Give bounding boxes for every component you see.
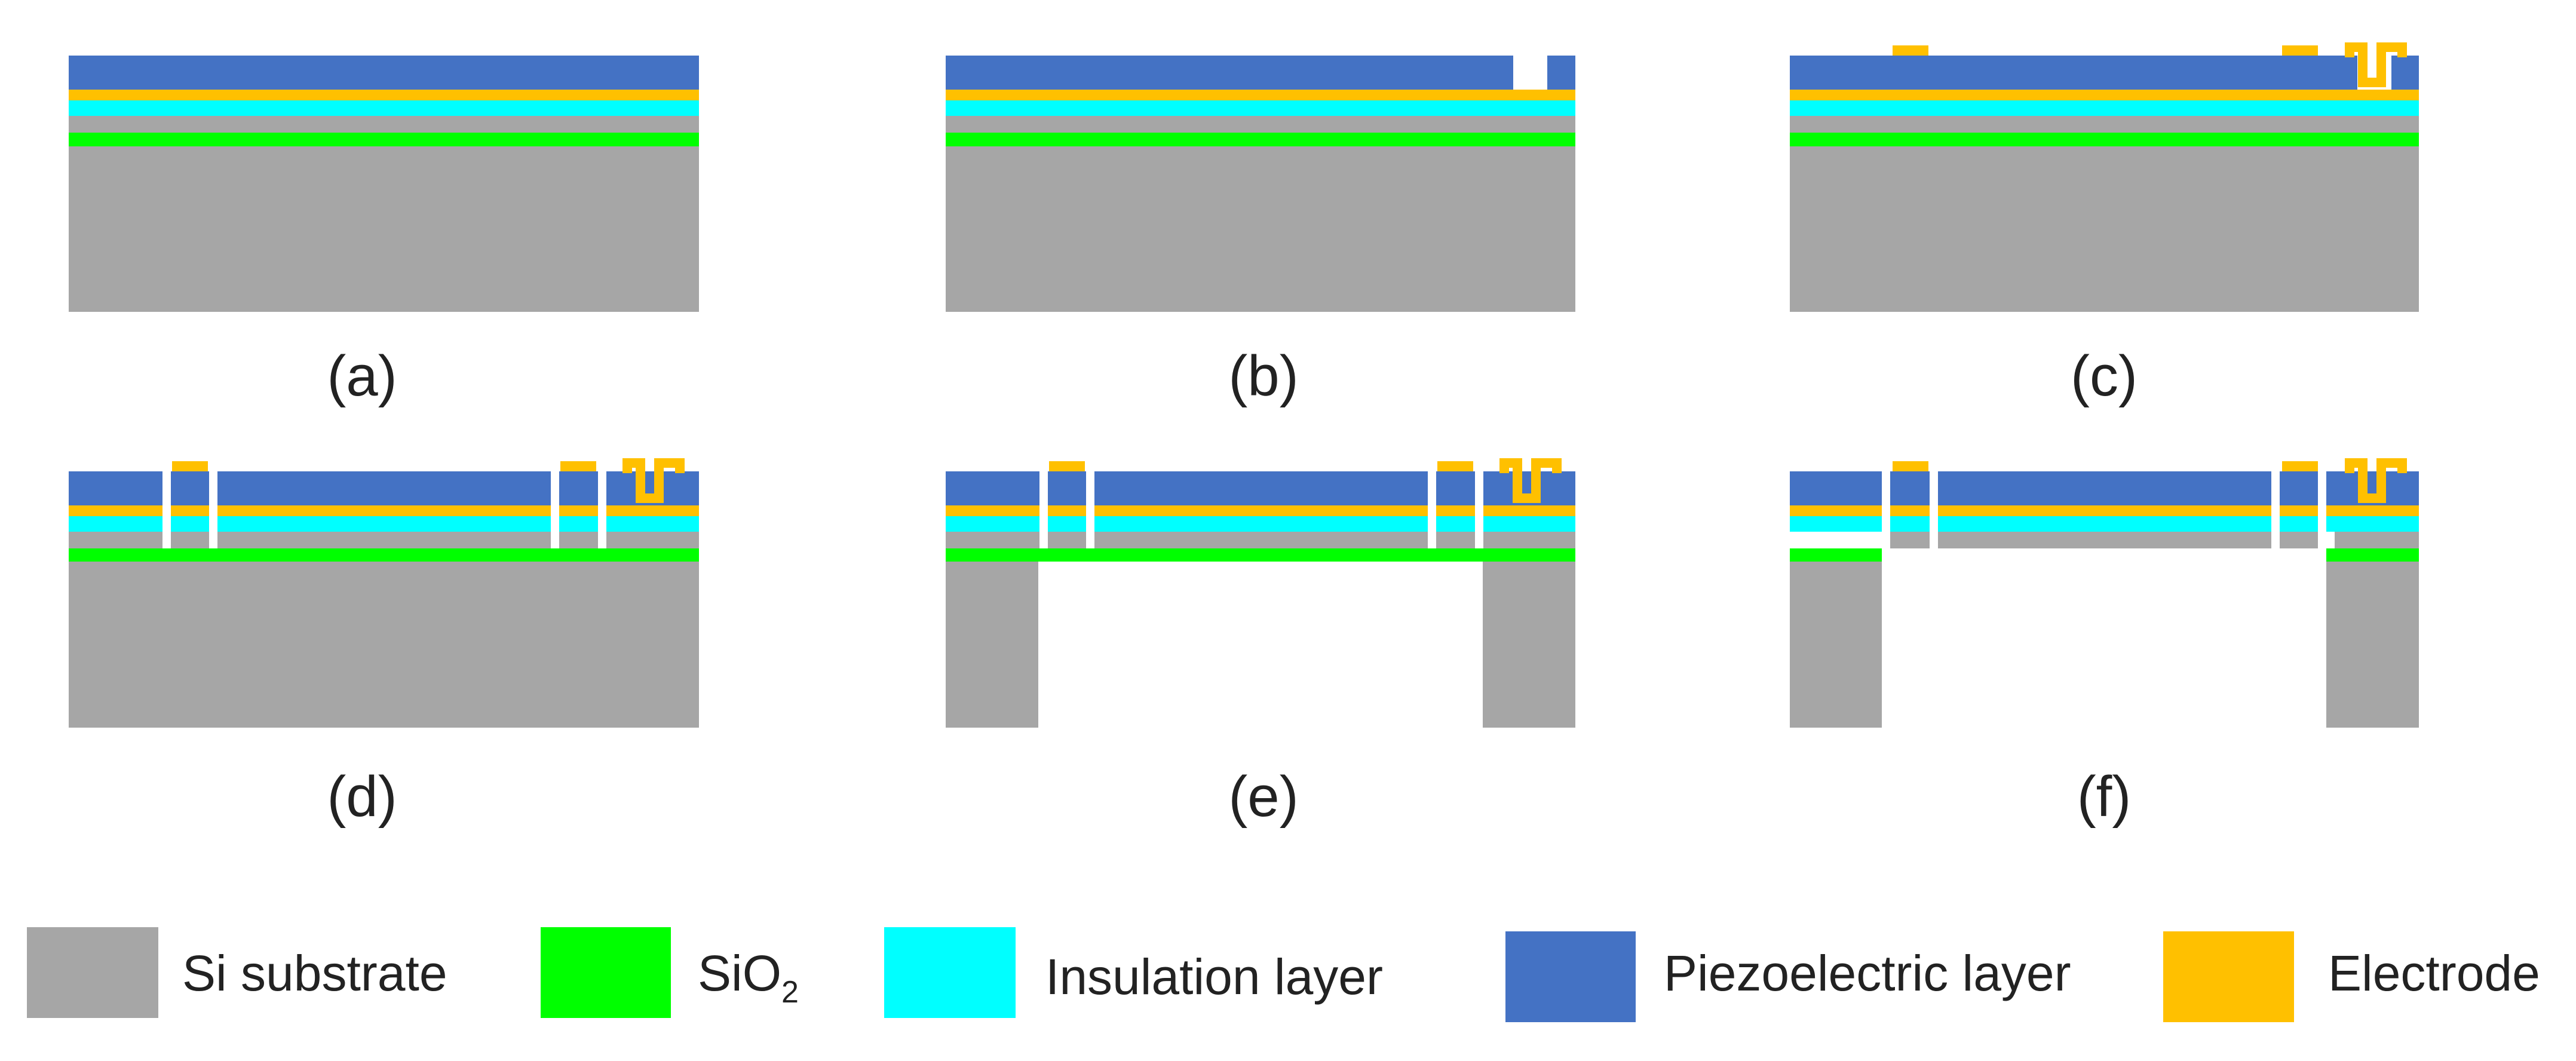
piezoelectric-layer	[2391, 56, 2419, 90]
insulation-layer	[1790, 100, 2419, 116]
legend-label-text: SiO	[698, 945, 781, 1001]
top-electrode-left	[172, 461, 208, 471]
release-trench	[162, 471, 171, 548]
piezoelectric-layer	[946, 56, 1513, 90]
sio2-layer-right	[2326, 548, 2419, 562]
piezoelectric-layer	[946, 471, 1575, 505]
si-device-layer	[69, 116, 699, 133]
si-substrate	[69, 559, 699, 728]
panel-e: (e)	[946, 458, 1575, 829]
contact-electrode	[622, 458, 685, 503]
panel-a: (a)	[69, 56, 699, 408]
si-device-layer	[946, 116, 1575, 133]
release-trench	[1882, 471, 1890, 548]
piezoelectric-layer	[1790, 56, 2357, 90]
panel-b: (b)	[946, 56, 1575, 408]
si-substrate-left	[1790, 559, 1882, 728]
top-electrode-left	[1893, 45, 1928, 56]
release-trench	[1428, 471, 1436, 548]
top-electrode-right	[560, 461, 596, 471]
legend-swatch	[541, 927, 671, 1018]
membrane-cut	[2326, 532, 2335, 548]
insulation-layer	[69, 100, 699, 116]
release-trench	[551, 471, 559, 548]
panel-label: (a)	[327, 344, 397, 408]
sio2-layer	[69, 133, 699, 146]
bottom-electrode	[946, 505, 1575, 516]
legend-item-piezoelectric-layer: Piezoelectric layer	[1505, 931, 2071, 1022]
sio2-layer	[1790, 133, 2419, 146]
top-electrode-left	[1893, 461, 1928, 471]
sio2-layer-left	[1790, 548, 1882, 562]
piezoelectric-layer	[69, 56, 699, 90]
insulation-layer	[69, 516, 699, 532]
panel-label: (e)	[1228, 765, 1298, 829]
release-trench	[1086, 471, 1094, 548]
release-trench	[1039, 471, 1048, 548]
si-substrate	[1790, 142, 2419, 312]
legend-label: Si substrate	[182, 945, 447, 1001]
release-trench	[209, 471, 217, 548]
contact-electrode	[1499, 458, 1562, 503]
legend-item-si-substrate: Si substrate	[27, 927, 447, 1018]
release-trench	[2318, 471, 2326, 548]
panel-f: (f)	[1790, 458, 2419, 829]
piezoelectric-layer	[69, 471, 699, 505]
panel-d: (d)	[69, 458, 699, 829]
legend-label: Piezoelectric layer	[1664, 945, 2071, 1001]
legend-item-sio2: SiO2	[541, 927, 799, 1018]
release-trench	[1930, 471, 1938, 548]
sio2-layer	[946, 133, 1575, 146]
legend-label: Electrode	[2328, 945, 2540, 1001]
sio2-layer	[69, 548, 699, 562]
si-device-layer	[1790, 532, 2419, 548]
release-trench	[2271, 471, 2280, 548]
legend-swatch	[1505, 931, 1636, 1022]
membrane-cut	[1790, 532, 1882, 548]
legend-label: SiO2	[698, 945, 799, 1010]
si-substrate-right	[2326, 559, 2419, 728]
si-substrate-left	[946, 559, 1038, 728]
top-electrode-left	[1049, 461, 1085, 471]
sio2-layer	[946, 548, 1575, 562]
piezoelectric-layer	[1547, 56, 1575, 90]
panel-label: (f)	[2077, 765, 2132, 829]
panel-label: (c)	[2071, 344, 2138, 408]
piezoelectric-layer	[1790, 471, 2419, 505]
legend-label-subscript: 2	[781, 975, 799, 1010]
bottom-electrode	[1790, 505, 2419, 516]
legend-swatch	[27, 927, 158, 1018]
si-device-layer	[1790, 116, 2419, 133]
legend-label: Insulation layer	[1045, 949, 1383, 1005]
insulation-layer	[946, 516, 1575, 532]
legend-swatch	[2163, 931, 2294, 1022]
contact-electrode	[2345, 458, 2407, 503]
si-substrate	[946, 142, 1575, 312]
legend-item-insulation-layer: Insulation layer	[884, 927, 1383, 1018]
top-electrode-right	[2282, 45, 2318, 56]
si-device-layer	[69, 532, 699, 548]
panel-label: (b)	[1228, 344, 1298, 408]
release-trench	[1475, 471, 1483, 548]
insulation-layer	[946, 100, 1575, 116]
si-device-layer	[946, 532, 1575, 548]
bottom-electrode	[69, 90, 699, 100]
release-trench	[598, 471, 606, 548]
insulation-layer	[1790, 516, 2419, 532]
top-electrode-right	[1437, 461, 1473, 471]
legend-item-electrode: Electrode	[2163, 931, 2540, 1022]
si-substrate-right	[1483, 559, 1575, 728]
top-electrode-right	[2282, 461, 2318, 471]
bottom-electrode	[946, 90, 1575, 100]
panel-c: (c)	[1790, 42, 2419, 408]
panel-label: (d)	[327, 765, 397, 829]
bottom-electrode	[1790, 90, 2419, 100]
bottom-electrode	[69, 505, 699, 516]
legend: Si substrate SiO2 Insulation layer Piezo…	[27, 927, 2540, 1022]
legend-swatch	[884, 927, 1016, 1018]
contact-electrode	[2345, 42, 2407, 87]
si-substrate	[69, 142, 699, 312]
